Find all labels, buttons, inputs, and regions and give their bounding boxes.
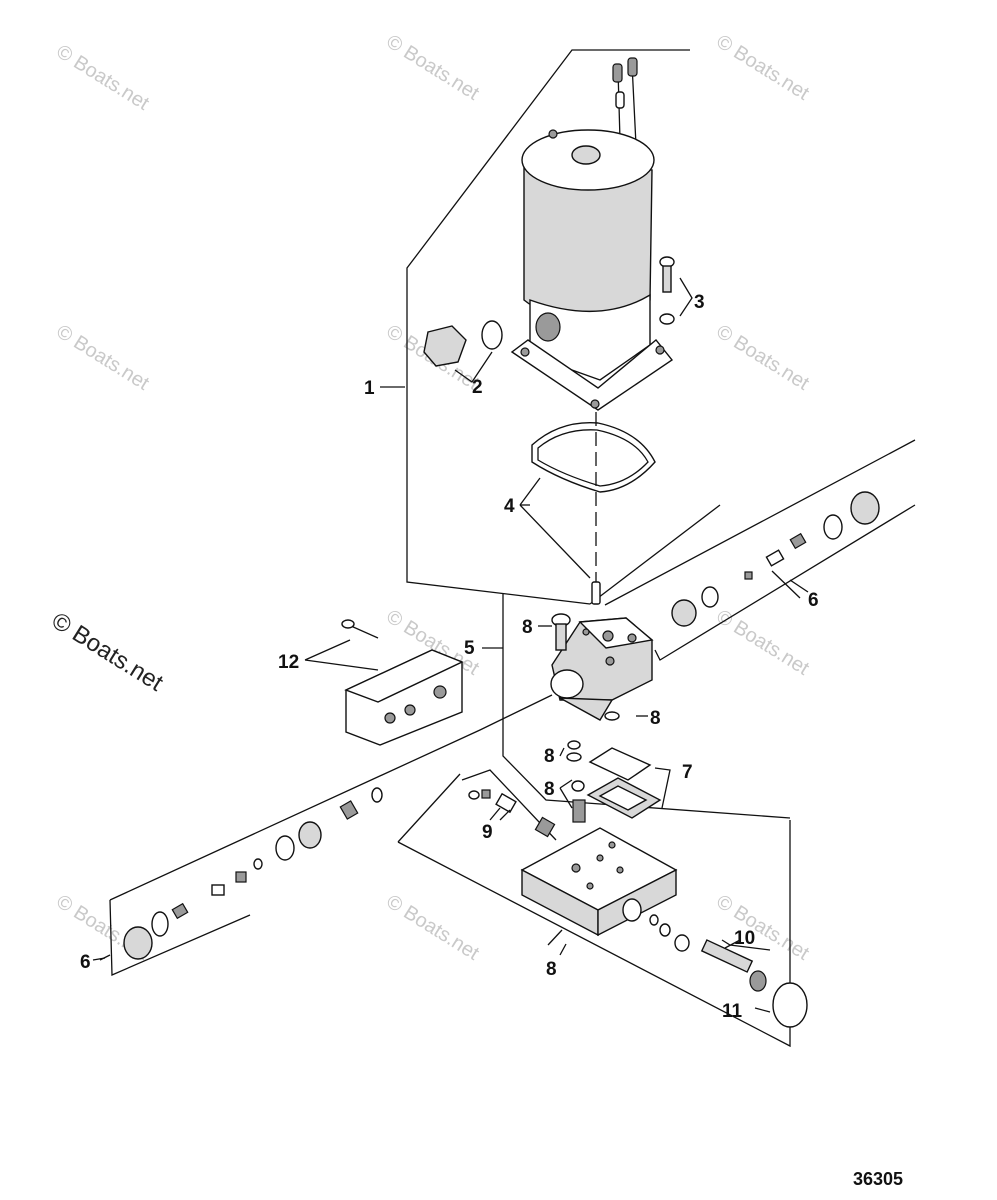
pump-motor xyxy=(510,129,674,411)
callout-8-manifold: 8 xyxy=(546,959,557,980)
callout-8-spring: 8 xyxy=(544,779,555,800)
watermark: © Boats.net xyxy=(52,321,153,395)
fitting xyxy=(461,769,557,841)
valve-train-upper xyxy=(604,439,916,661)
screws-3 xyxy=(659,256,693,325)
watermark: © Boats.net xyxy=(382,31,483,105)
watermark: © Boats.net xyxy=(382,891,483,965)
valve-train-lower xyxy=(99,787,383,976)
watermark: © Boats.net xyxy=(712,606,813,680)
lower-gasket xyxy=(586,747,671,819)
callout-8-screw: 8 xyxy=(522,617,533,638)
callout-3: 3 xyxy=(694,292,705,313)
manifold-block xyxy=(397,773,791,1048)
motor-wires xyxy=(612,57,638,166)
figure-number: 36305 xyxy=(853,1169,903,1189)
motor-assembly-bracket xyxy=(406,49,721,605)
callout-9: 9 xyxy=(482,822,493,843)
watermark: © Boats.net xyxy=(712,31,813,105)
callout-11: 11 xyxy=(722,1001,743,1022)
callout-7: 7 xyxy=(682,762,693,783)
callout-4: 4 xyxy=(504,496,515,517)
pin xyxy=(591,581,601,605)
callout-1: 1 xyxy=(364,378,375,399)
callout-6-lower: 6 xyxy=(80,952,91,973)
callout-6-upper: 6 xyxy=(808,590,819,611)
pump-body xyxy=(550,613,654,721)
valve-train-lower-line-top xyxy=(109,694,553,901)
callout-numbers: 1 2 3 4 5 6 6 7 8 8 8 8 8 9 10 11 12 xyxy=(80,292,819,1022)
watermark-prominent: © Boats.net xyxy=(47,607,168,697)
lower-right-valve xyxy=(649,914,808,1028)
callout-8-seal: 8 xyxy=(650,708,661,729)
watermark: © Boats.net xyxy=(712,321,813,395)
cover-plate xyxy=(304,619,464,746)
callout-2: 2 xyxy=(472,377,483,398)
watermark: © Boats.net xyxy=(52,41,153,115)
small-parts xyxy=(559,740,586,823)
callout-10: 10 xyxy=(734,928,755,949)
callout-12: 12 xyxy=(278,652,299,673)
pump-body-bracket xyxy=(482,594,791,819)
watermarks: © Boats.net © Boats.net © Boats.net © Bo… xyxy=(47,31,813,965)
callout-5: 5 xyxy=(464,638,475,659)
fill-plug xyxy=(423,320,503,383)
callout-leaders xyxy=(92,386,801,1013)
gasket xyxy=(519,421,656,579)
callout-8-washer: 8 xyxy=(544,746,555,767)
